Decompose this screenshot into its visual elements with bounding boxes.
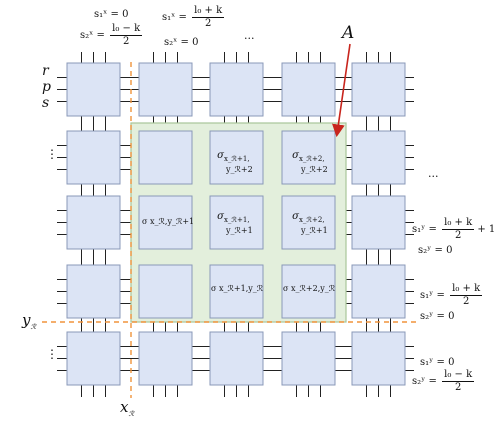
cell-label-r3c3: σ x_ℛ+2,y_ℛ bbox=[283, 284, 336, 293]
tensor-cell-r2c0 bbox=[66, 195, 121, 250]
pointer-arrow bbox=[332, 43, 351, 138]
top-label-col1-line2: s₂ˣ = 0 bbox=[164, 37, 199, 48]
cell-label-r1c2: σx_ℛ+1, y_ℛ+2 bbox=[217, 150, 253, 174]
tensor-cell-r1c1 bbox=[138, 130, 193, 185]
tensor-cell-r4c0 bbox=[66, 331, 121, 386]
cell-label-r2c1: σ x_ℛ,y_ℛ+1 bbox=[142, 217, 195, 226]
tensor-cell-r0c2 bbox=[209, 62, 264, 117]
tensor-cell-r3c3 bbox=[281, 264, 336, 319]
tensor-cell-r3c1 bbox=[138, 264, 193, 319]
axis-x-label: xℛ bbox=[120, 398, 135, 418]
tensor-cell-r0c4 bbox=[351, 62, 406, 117]
tensor-cell-r4c3 bbox=[281, 331, 336, 386]
cell-label-r1c3: σx_ℛ+2, y_ℛ+2 bbox=[292, 150, 328, 174]
tensor-cell-r0c0 bbox=[66, 62, 121, 117]
tensor-cell-r1c4 bbox=[351, 130, 406, 185]
tensor-cell-r3c0 bbox=[66, 264, 121, 319]
tensor-cell-r3c2 bbox=[209, 264, 264, 319]
tensor-cell-r1c0 bbox=[66, 130, 121, 185]
tensor-cell-r2c4 bbox=[351, 195, 406, 250]
right-label-row3-line2: s₂ʸ = 0 bbox=[420, 311, 455, 322]
row-label-p: p bbox=[42, 79, 51, 95]
top-label-col0-line1: s₁ˣ = 0 bbox=[94, 9, 129, 20]
tensor-cell-r2c2 bbox=[209, 195, 264, 250]
row-label-s: s bbox=[42, 95, 50, 111]
cell-label-r2c2: σx_ℛ+1, y_ℛ+1 bbox=[217, 211, 253, 235]
left-ellipsis-lower: ⋮ bbox=[46, 347, 58, 361]
tensor-cell-r0c1 bbox=[138, 62, 193, 117]
axis-y-label: yℛ bbox=[22, 311, 37, 331]
tensor-cells bbox=[66, 62, 406, 386]
tensor-cell-r4c1 bbox=[138, 331, 193, 386]
tensor-cell-r3c4 bbox=[351, 264, 406, 319]
cell-label-r3c2: σ x_ℛ+1,y_ℛ bbox=[211, 284, 264, 293]
pointer-label-a: A bbox=[342, 23, 355, 43]
tensor-cell-r1c2 bbox=[209, 130, 264, 185]
right-ellipsis: ... bbox=[428, 167, 439, 180]
tensor-cell-r2c3 bbox=[281, 195, 336, 250]
tensor-cell-r2c1 bbox=[138, 195, 193, 250]
tensor-cell-r4c2 bbox=[209, 331, 264, 386]
tensor-cell-r0c3 bbox=[281, 62, 336, 117]
left-ellipsis-upper: ⋮ bbox=[46, 147, 58, 161]
row-label-r: r bbox=[42, 63, 49, 79]
cell-label-r2c3: σx_ℛ+2, y_ℛ+1 bbox=[292, 211, 328, 235]
tensor-cell-r1c3 bbox=[281, 130, 336, 185]
top-ellipsis: ... bbox=[244, 29, 255, 42]
tensor-cell-r4c4 bbox=[351, 331, 406, 386]
right-label-row2-line2: s₂ʸ = 0 bbox=[418, 245, 453, 256]
right-label-row4-line1: s₁ʸ = 0 bbox=[420, 357, 455, 368]
